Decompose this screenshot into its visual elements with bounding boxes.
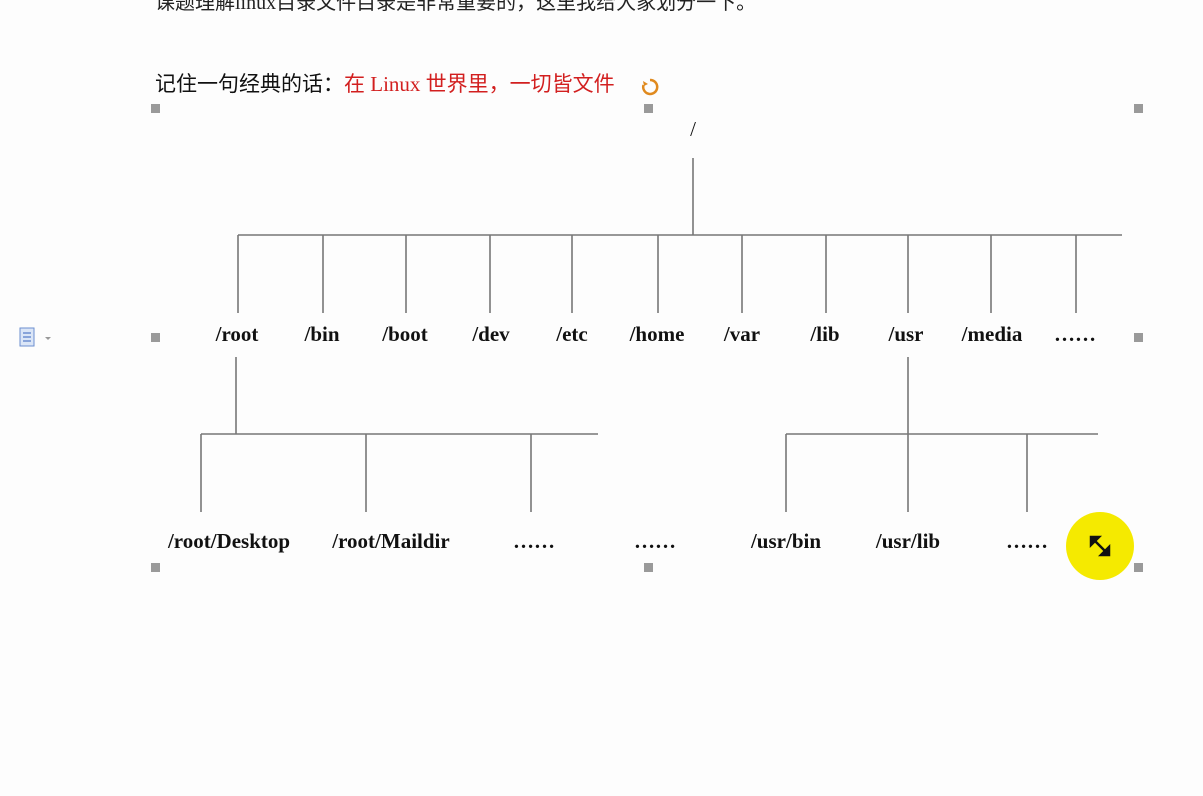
node-lib: /lib xyxy=(810,322,840,346)
selection-handle-mid-left[interactable] xyxy=(151,333,160,342)
node-root: / xyxy=(690,117,696,141)
node-media: /media xyxy=(961,322,1023,346)
node-usr-bin: /usr/bin xyxy=(750,529,822,553)
selection-handle-bottom-left[interactable] xyxy=(151,563,160,572)
node-dev: /dev xyxy=(472,322,510,346)
selection-handle-bottom-right[interactable] xyxy=(1134,563,1143,572)
node-root-desktop: /root/Desktop xyxy=(167,529,291,553)
quote-line: 记住一句经典的话：在 Linux 世界里，一切皆文件 xyxy=(155,68,615,98)
node-home: /home xyxy=(629,322,685,346)
quote-highlight: 在 Linux 世界里，一切皆文件 xyxy=(344,72,615,96)
selection-handle-bottom-mid[interactable] xyxy=(644,563,653,572)
paragraph-menu-icon[interactable] xyxy=(18,326,58,350)
selection-handle-top-mid[interactable] xyxy=(644,104,653,113)
node-boot: /boot xyxy=(382,322,428,346)
node-usr-lib: /usr/lib xyxy=(875,529,941,553)
node-root-maildir: /root/Maildir xyxy=(332,529,450,553)
node-more: …… xyxy=(1054,322,1096,346)
selection-handle-top-left[interactable] xyxy=(151,104,160,113)
resize-diagonal-icon[interactable] xyxy=(1066,512,1134,580)
node-etc: /etc xyxy=(556,322,588,346)
node-bin: /bin xyxy=(304,322,340,346)
node-root-dir: /root xyxy=(215,322,259,346)
node-usr: /usr xyxy=(888,322,924,346)
busy-cursor-icon xyxy=(641,78,659,96)
selection-handle-top-right[interactable] xyxy=(1134,104,1143,113)
selection-handle-mid-right[interactable] xyxy=(1134,333,1143,342)
node-root-more: …… xyxy=(513,529,555,553)
node-var: /var xyxy=(723,322,761,346)
partial-text-line: 课题理解linux目录文件目录是非常重要的，这里我给大家划分一下。 xyxy=(155,0,757,14)
quote-prefix: 记住一句经典的话： xyxy=(155,72,344,96)
node-usr-more: …… xyxy=(1006,529,1048,553)
node-root-more-2: …… xyxy=(634,529,676,553)
